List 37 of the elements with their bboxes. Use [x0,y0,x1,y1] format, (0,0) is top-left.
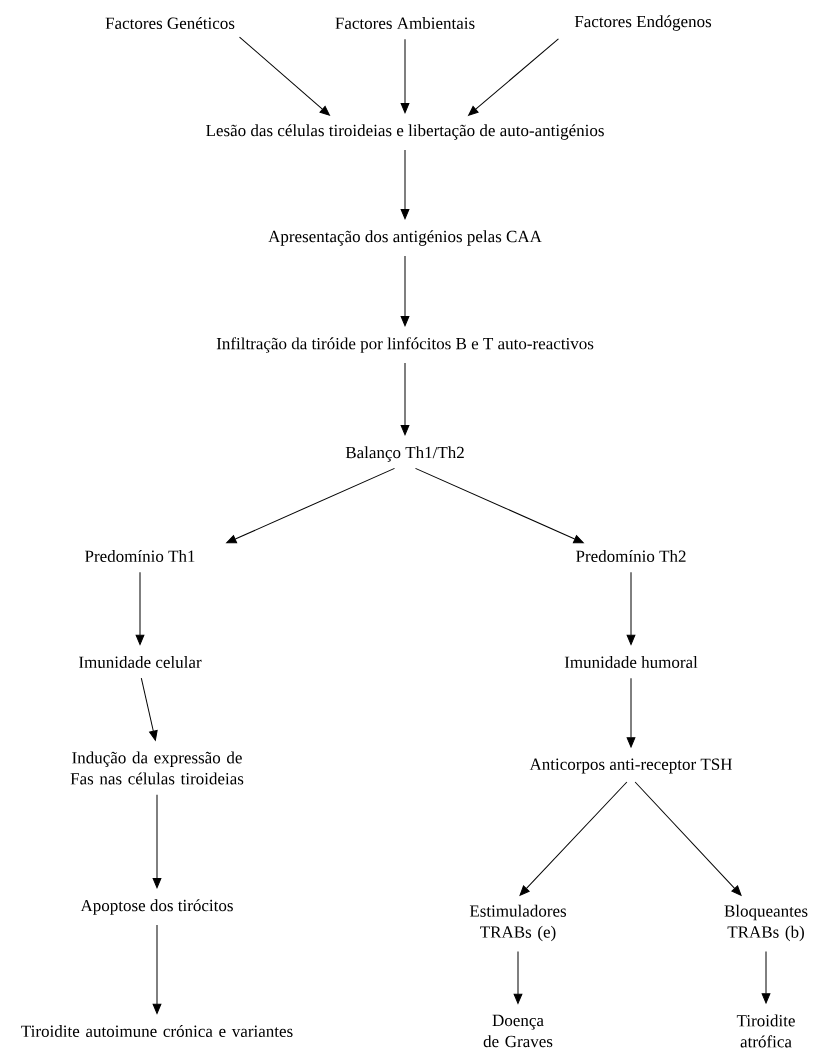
step-text: Factores Genéticos [105,17,235,29]
arrow [519,781,628,896]
arrow [513,950,523,1004]
arrow [152,794,162,889]
arrow [400,255,410,327]
arrow [140,677,158,741]
step-text: Tiroidite autoimune crónica e variantes [21,1025,293,1037]
arrow [626,677,636,748]
arrow [152,924,162,1014]
arrow [468,38,559,116]
step-text: Lesão das células tiroideias e libertação de auto-antigénios [206,124,604,140]
arrow [400,38,410,114]
step-text: Predomínio Th1 [85,550,195,562]
step-text: Predomínio Th2 [576,550,686,562]
step-text: Anticorpos anti-receptor TSH [529,758,732,774]
arrow [415,467,584,544]
arrow [400,149,410,220]
arrow [239,36,330,116]
step-text: Doença de Graves [483,1014,553,1048]
step-text: Imunidade celular [79,656,202,668]
arrow [634,781,742,896]
step-text: Factores Ambientais [335,17,475,29]
step-text: Infiltração da tiróide por linfócitos B e T auto-reactivos [216,337,594,353]
step-text: Tiroidite atrófica [736,1014,795,1048]
arrow [400,362,410,436]
step-text: Estimuladores TRABs (e) [469,904,567,942]
arrow [135,571,145,645]
step-text: Apoptose dos tirócitos [80,899,233,915]
step-text: Imunidade humoral [564,656,698,668]
step-text: Indução da expressão de Fas nas células tiroideias [70,751,244,785]
arrow [226,467,395,544]
step-text: Balanço Th1/Th2 [345,446,464,462]
arrow [626,571,636,645]
step-text: Bloqueantes TRABs (b) [724,904,808,942]
arrow [761,950,771,1004]
step-text: Factores Endógenos [574,15,712,31]
step-text: Apresentação dos antigénios pelas CAA [268,230,542,246]
